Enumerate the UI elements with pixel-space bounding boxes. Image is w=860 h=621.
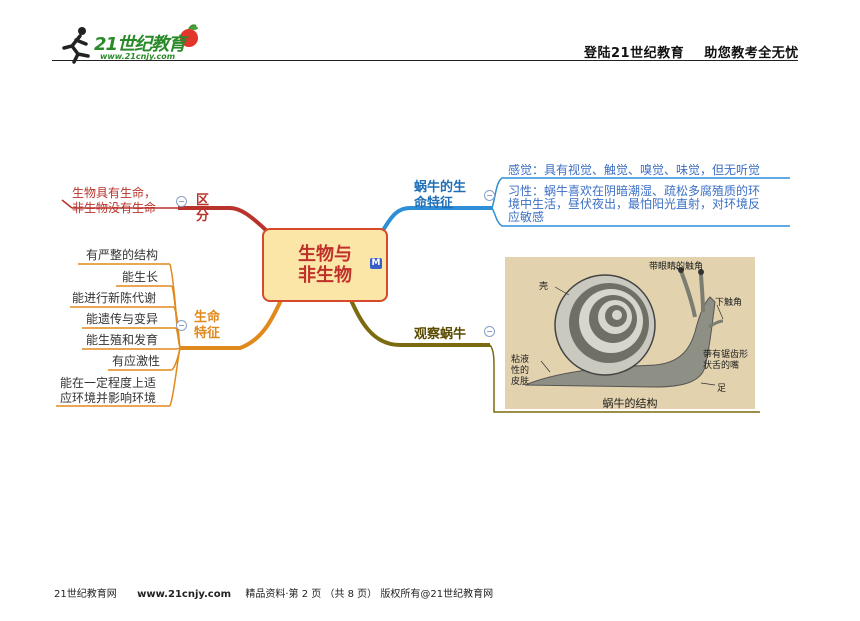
branch-label-life-line1: 生命	[194, 310, 221, 325]
branch-label-snail-line2: 命特征	[414, 196, 454, 211]
logo-main-text: 21世纪教育	[94, 34, 186, 55]
map-badge-icon: M	[370, 258, 382, 269]
snail-habit-line3: 应敏感	[508, 210, 545, 224]
life-item-line1: 能在一定程度上适	[60, 376, 157, 390]
header-slogan: 登陆21世纪教育 助您教考全无忧	[584, 46, 799, 61]
life-item[interactable]: 能生殖和发育	[86, 333, 159, 347]
label-mouth-line1: 带有锯齿形	[703, 350, 749, 360]
branch-label-snail-line1: 蜗牛的生	[414, 180, 467, 195]
snail-habit-line2: 境中生活，昼伏夜出，最怕阳光直射，对环境反	[508, 197, 761, 211]
branch-line-snail-features	[380, 206, 492, 234]
leaf-distinguish-line2: 非生物没有生命	[72, 201, 157, 215]
branch-line-distinguish	[178, 206, 270, 234]
central-topic-line2: 非生物	[298, 265, 352, 286]
leaf-distinguish-line1: 生物具有生命，	[72, 186, 157, 200]
life-item-line2: 应环境并影响环境	[60, 391, 157, 405]
collapse-icon[interactable]: −	[484, 326, 495, 337]
life-item[interactable]: 有应激性	[112, 354, 161, 368]
label-foot: 足	[717, 384, 727, 394]
snail-habit-item[interactable]: 习性：蜗牛喜欢在阴暗潮湿、疏松多腐殖质的环 境中生活，昼伏夜出，最怕阳光直射，对…	[508, 185, 790, 224]
snail-structure-image: 壳 带眼睛的触角 下触角 带有锯齿形 状舌的嘴 粘液 性的 皮肤 足 蜗牛的结构	[505, 257, 755, 410]
branch-observe-snail[interactable]: 观察蜗牛 −	[414, 323, 495, 343]
runner-logo-icon	[62, 27, 90, 64]
site-logo[interactable]: 21世纪教育 www.21cnjy.com	[58, 22, 208, 66]
branch-snail-features[interactable]: 蜗牛的生 命特征 −	[414, 180, 495, 212]
image-caption: 蜗牛的结构	[602, 397, 658, 410]
label-eye-tentacle: 带眼睛的触角	[649, 262, 704, 272]
branch-line-life-features	[180, 297, 284, 350]
snail-habit-line1: 习性：蜗牛喜欢在阴暗潮湿、疏松多腐殖质的环	[508, 184, 761, 198]
snail-illustration	[524, 266, 724, 388]
footer-site: 21世纪教育网	[54, 589, 117, 600]
header-rule	[52, 60, 798, 61]
life-item[interactable]: 能遗传与变异	[86, 312, 159, 326]
footer: 21世纪教育网 www.21cnjy.com 精品资料·第 2 页 （共 8 页…	[54, 585, 493, 600]
central-topic[interactable]: 生物与 非生物 M	[262, 228, 388, 302]
branch-label-observe: 观察蜗牛	[414, 327, 467, 342]
snail-sense-item[interactable]: 感觉：具有视觉、触觉、嗅觉、味觉，但无听觉	[508, 163, 761, 177]
leaf-distinguish[interactable]: 生物具有生命， 非生物没有生命	[72, 186, 156, 216]
branch-label-life-line2: 特征	[194, 326, 221, 341]
label-lower-tentacle: 下触角	[715, 298, 743, 308]
footer-url[interactable]: www.21cnjy.com	[137, 589, 231, 600]
footer-page-info: 精品资料·第 2 页 （共 8 页） 版权所有@21世纪教育网	[245, 589, 494, 600]
label-mouth-line2: 状舌的嘴	[703, 361, 740, 371]
life-item[interactable]: 能进行新陈代谢	[72, 291, 157, 305]
life-item[interactable]: 有严整的结构	[86, 248, 159, 262]
apple-icon	[180, 24, 198, 47]
collapse-icon[interactable]: −	[484, 190, 495, 201]
central-topic-line1: 生物与	[298, 244, 352, 265]
collapse-icon[interactable]: −	[176, 320, 187, 331]
logo-url-text: www.21cnjy.com	[100, 52, 176, 61]
label-skin-line1: 粘液	[511, 355, 530, 365]
life-item-multiline[interactable]: 能在一定程度上适 应环境并影响环境	[60, 376, 156, 406]
branch-line-observe-snail	[348, 297, 490, 347]
life-item[interactable]: 能生长	[122, 270, 159, 284]
branch-label-distinguish: 区分	[196, 193, 210, 224]
collapse-icon[interactable]: −	[176, 196, 187, 207]
label-skin-line2: 性的	[511, 366, 530, 376]
label-skin-line3: 皮肤	[511, 377, 530, 387]
label-shell: 壳	[539, 282, 549, 292]
